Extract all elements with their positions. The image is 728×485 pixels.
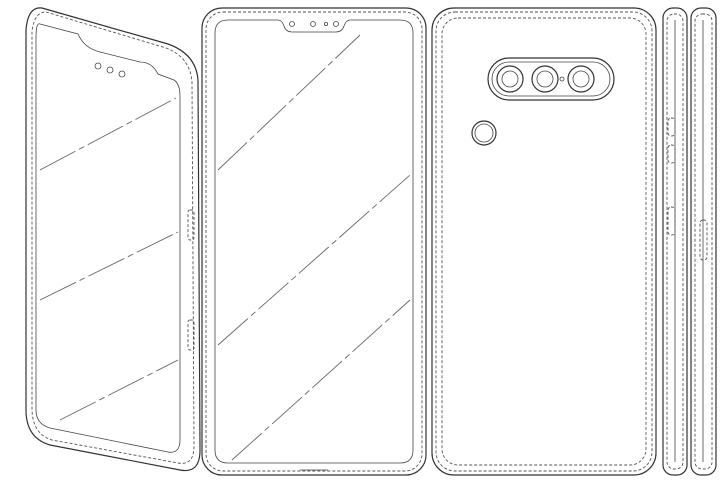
right-side-view	[690, 7, 717, 476]
fingerprint-sensor	[471, 120, 497, 146]
left-side-view	[662, 7, 688, 476]
camera-lens-icon	[496, 65, 524, 93]
camera-lens-icon	[567, 65, 595, 93]
camera-lens-icon	[531, 65, 559, 93]
perspective-view	[25, 7, 201, 472]
back-view	[431, 7, 657, 476]
front-view	[201, 7, 427, 476]
camera-module	[487, 57, 615, 101]
